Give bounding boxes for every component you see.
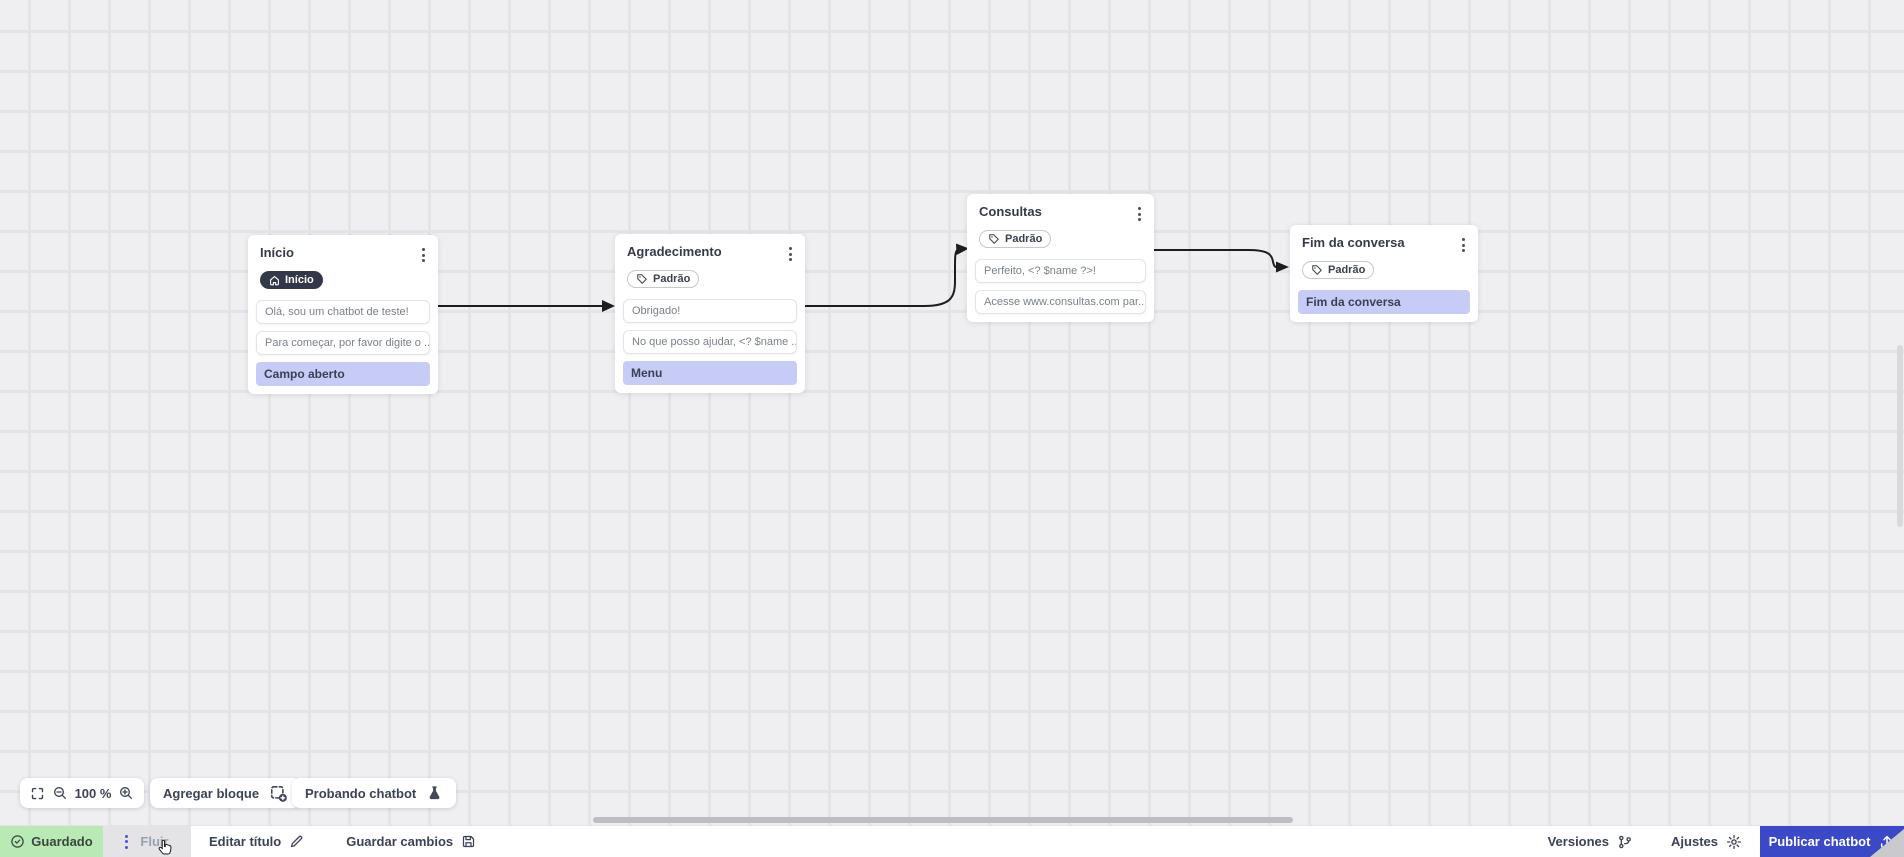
zoom-in-icon[interactable] [118,785,134,801]
badge-label: Início [285,274,314,286]
saved-status-badge: Guardado [0,826,103,857]
message-bubble[interactable]: Para começar, por favor digite o ... [256,330,430,355]
add-block-button[interactable]: Agregar bloque [150,778,302,808]
message-bubble[interactable]: Acesse www.consultas.com par... [975,290,1146,314]
zoom-toolbar: 100 % [20,778,144,808]
tab-flow[interactable]: Fluir [103,826,191,857]
zoom-out-icon[interactable] [52,785,68,801]
publish-label: Publicar chatbot [1768,834,1871,849]
add-block-icon [271,785,287,802]
node-type-badge: Início [260,271,323,289]
gear-icon [1727,834,1741,849]
settings-button[interactable]: Ajustes [1659,826,1754,857]
message-bubble[interactable]: Olá, sou um chatbot de teste! [256,299,430,324]
flow-node-fim-da-conversa[interactable]: Fim da conversa Padrão Fim da conversa [1290,225,1478,322]
check-circle-icon [11,835,25,848]
flow-node-inicio[interactable]: Início Início Olá, sou um chatbot de tes… [248,235,438,394]
node-type-badge: Padrão [627,270,700,288]
output-port[interactable]: Campo aberto [256,361,430,386]
versions-button[interactable]: Versiones [1536,826,1645,857]
fit-screen-icon[interactable] [30,786,45,801]
arrowhead-icon [1276,261,1289,273]
edit-title-label: Editar título [209,834,282,849]
message-bubble[interactable]: Obrigado! [623,299,797,323]
pencil-icon [291,835,303,848]
status-bar: Guardado Fluir Editar título Guardar cam… [0,825,1904,857]
settings-label: Ajustes [1671,834,1718,849]
vertical-scrollbar[interactable] [1897,345,1903,527]
tag-icon [637,274,647,284]
edge-agradecimento-consultas [804,248,959,307]
output-port[interactable]: Fim da conversa [1298,290,1470,314]
save-changes-button[interactable]: Guardar cambios [334,826,488,857]
mouse-cursor [157,838,174,857]
drag-handle-icon[interactable] [125,834,129,849]
edge-consultas-fim [1153,249,1277,268]
node-menu-icon[interactable] [417,245,430,265]
statusbar-spacer [488,826,1535,857]
save-changes-label: Guardar cambios [346,834,454,849]
edit-title-button[interactable]: Editar título [197,826,316,857]
git-branch-icon [1619,835,1631,848]
test-chatbot-label: Probando chatbot [305,785,417,801]
test-chatbot-button[interactable]: Probando chatbot [292,778,457,808]
node-title: Início [260,245,294,260]
tag-icon [1312,265,1322,275]
node-type-badge: Padrão [979,230,1052,248]
home-icon [270,275,279,285]
zoom-level: 100 % [74,785,112,801]
badge-label: Padrão [653,273,691,285]
message-bubble[interactable]: Perfeito, <? $name ?>! [975,259,1146,283]
arrowhead-icon [602,300,615,312]
flow-node-consultas[interactable]: Consultas Padrão Perfeito, <? $name ?>! … [967,194,1154,322]
node-title: Fim da conversa [1302,235,1405,250]
output-port[interactable]: Menu [623,361,797,385]
horizontal-scrollbar[interactable] [593,817,1293,823]
node-menu-icon[interactable] [1133,204,1146,224]
badge-label: Padrão [1328,264,1366,276]
node-menu-icon[interactable] [784,244,797,264]
add-block-label: Agregar bloque [163,785,260,801]
message-bubble[interactable]: No que posso ajudar, <? $name ... [623,330,797,354]
save-icon [463,835,475,848]
node-title: Consultas [979,204,1042,219]
flask-icon [429,785,440,799]
versions-label: Versiones [1547,834,1610,849]
corner-fold [1870,829,1904,857]
node-menu-icon[interactable] [1457,235,1470,255]
node-title: Agradecimento [627,244,722,259]
flow-node-agradecimento[interactable]: Agradecimento Padrão Obrigado! No que po… [615,234,805,393]
node-type-badge: Padrão [1302,261,1375,279]
flow-tab-label: Fluir [140,834,169,849]
tag-icon [989,234,999,244]
saved-label: Guardado [31,834,93,849]
badge-label: Padrão [1005,233,1043,245]
